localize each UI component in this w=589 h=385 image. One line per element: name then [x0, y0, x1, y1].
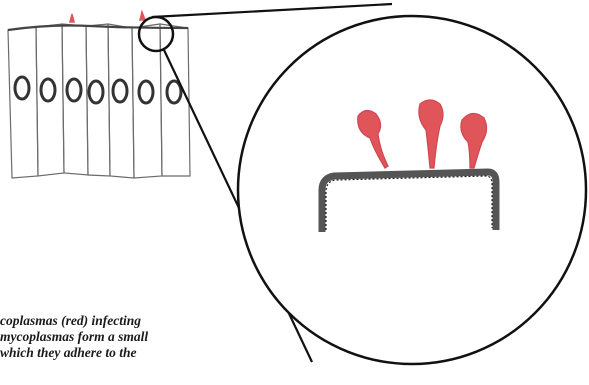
cell-nuclei	[15, 77, 181, 103]
magnified-view-circle	[238, 16, 586, 364]
nucleus-4	[89, 81, 103, 103]
small-mycoplasmas	[70, 12, 145, 22]
nucleus-3	[67, 79, 81, 101]
nucleus-2	[41, 79, 55, 101]
nucleus-6	[139, 81, 153, 103]
connector-top	[152, 4, 392, 17]
magnify-source-circle	[139, 17, 173, 51]
small-mycoplasma-2	[140, 12, 145, 20]
nucleus-7	[167, 81, 181, 103]
cell-1	[8, 27, 38, 178]
nucleus-5	[113, 80, 127, 102]
caption-line-3: which they adhere to the	[0, 345, 260, 361]
caption-line-2: mycoplasmas form a small	[0, 329, 260, 345]
cell-7	[160, 24, 190, 176]
nucleus-1	[15, 77, 29, 99]
small-mycoplasma-1	[70, 14, 74, 22]
cell-top-edge	[8, 26, 188, 31]
caption-line-1: coplasmas (red) infecting	[0, 313, 260, 329]
figure-caption: coplasmas (red) infecting mycoplasmas fo…	[0, 313, 260, 361]
